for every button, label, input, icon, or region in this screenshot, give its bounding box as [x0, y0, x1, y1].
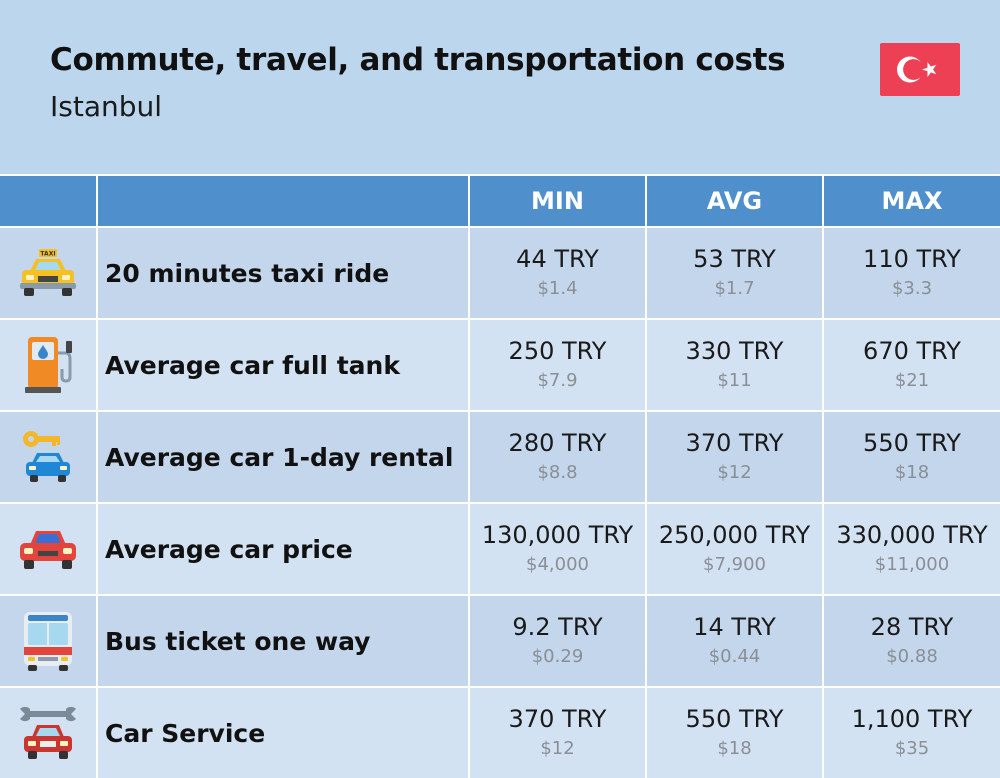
table-row: Bus ticket one way 9.2 TRY $0.29 14 TRY … — [0, 594, 1000, 686]
min-usd: $7.9 — [537, 370, 578, 391]
min-value: 370 TRY — [508, 705, 607, 733]
avg-value: 370 TRY — [685, 429, 784, 457]
min-usd: $12 — [540, 738, 575, 759]
row-label: Car Service — [98, 688, 470, 778]
min-cell: 370 TRY $12 — [470, 688, 647, 778]
max-usd: $18 — [894, 462, 930, 483]
svg-text:TAXI: TAXI — [40, 251, 55, 258]
avg-usd: $1.7 — [714, 278, 755, 299]
max-value: 670 TRY — [863, 337, 961, 365]
taxi-icon: TAXI — [0, 228, 98, 318]
min-value: 280 TRY — [508, 429, 607, 457]
min-value: 9.2 TRY — [512, 613, 603, 641]
avg-value: 550 TRY — [685, 705, 784, 733]
avg-value: 53 TRY — [693, 245, 776, 273]
min-usd: $0.29 — [531, 646, 584, 667]
column-header-avg: AVG — [647, 176, 824, 226]
header-icon-cell — [0, 176, 98, 226]
avg-usd: $7,900 — [703, 554, 766, 575]
min-cell: 44 TRY $1.4 — [470, 228, 647, 318]
max-cell: 550 TRY $18 — [824, 412, 1000, 502]
column-header-min: MIN — [470, 176, 647, 226]
max-cell: 28 TRY $0.88 — [824, 596, 1000, 686]
fuel-pump-icon — [0, 320, 98, 410]
avg-value: 330 TRY — [685, 337, 784, 365]
max-usd: $11,000 — [874, 554, 950, 575]
min-usd: $8.8 — [537, 462, 578, 483]
min-cell: 280 TRY $8.8 — [470, 412, 647, 502]
avg-cell: 550 TRY $18 — [647, 688, 824, 778]
avg-cell: 250,000 TRY $7,900 — [647, 504, 824, 594]
table-header-row: MIN AVG MAX — [0, 176, 1000, 226]
max-value: 110 TRY — [863, 245, 961, 273]
max-cell: 330,000 TRY $11,000 — [824, 504, 1000, 594]
page-subtitle: Istanbul — [50, 90, 163, 123]
car-icon — [0, 504, 98, 594]
row-label: Average car 1-day rental — [98, 412, 470, 502]
min-value: 44 TRY — [516, 245, 599, 273]
row-label: Average car price — [98, 504, 470, 594]
avg-usd: $18 — [717, 738, 752, 759]
avg-cell: 370 TRY $12 — [647, 412, 824, 502]
column-header-max: MAX — [881, 187, 943, 215]
max-usd: $21 — [894, 370, 930, 391]
table-row: Average car price 130,000 TRY $4,000 250… — [0, 502, 1000, 594]
page-title: Commute, travel, and transportation cost… — [50, 42, 786, 78]
max-value: 28 TRY — [870, 613, 954, 641]
max-cell: 670 TRY $21 — [824, 320, 1000, 410]
max-usd: $35 — [894, 738, 930, 759]
max-usd: $0.88 — [886, 646, 938, 667]
max-usd: $3.3 — [891, 278, 933, 299]
row-label: Bus ticket one way — [98, 596, 470, 686]
avg-usd: $11 — [717, 370, 752, 391]
row-label: 20 minutes taxi ride — [98, 228, 470, 318]
avg-value: 250,000 TRY — [658, 521, 811, 549]
car-key-icon — [0, 412, 98, 502]
row-label: Average car full tank — [98, 320, 470, 410]
max-value: 550 TRY — [863, 429, 961, 457]
max-cell: 1,100 TRY $35 — [824, 688, 1000, 778]
avg-cell: 14 TRY $0.44 — [647, 596, 824, 686]
table-row: TAXI 20 minutes taxi ride 44 TRY $1.4 53… — [0, 226, 1000, 318]
min-usd: $1.4 — [537, 278, 578, 299]
min-cell: 250 TRY $7.9 — [470, 320, 647, 410]
avg-cell: 53 TRY $1.7 — [647, 228, 824, 318]
bus-icon — [0, 596, 98, 686]
avg-cell: 330 TRY $11 — [647, 320, 824, 410]
avg-usd: $12 — [717, 462, 752, 483]
turkey-flag-icon — [880, 43, 960, 96]
min-usd: $4,000 — [526, 554, 589, 575]
min-cell: 9.2 TRY $0.29 — [470, 596, 647, 686]
avg-usd: $0.44 — [708, 646, 761, 667]
table-row: Average car 1-day rental 280 TRY $8.8 37… — [0, 410, 1000, 502]
max-value: 1,100 TRY — [851, 705, 973, 733]
min-value: 250 TRY — [508, 337, 607, 365]
max-value: 330,000 TRY — [836, 521, 988, 549]
header-label-cell — [98, 176, 470, 226]
table-row: Car Service 370 TRY $12 550 TRY $18 1,10… — [0, 686, 1000, 778]
car-service-icon — [0, 688, 98, 778]
avg-value: 14 TRY — [693, 613, 776, 641]
header: Commute, travel, and transportation cost… — [0, 0, 1000, 174]
table-row: Average car full tank 250 TRY $7.9 330 T… — [0, 318, 1000, 410]
min-cell: 130,000 TRY $4,000 — [470, 504, 647, 594]
min-value: 130,000 TRY — [481, 521, 634, 549]
cost-table: MIN AVG MAX TAXI 20 minutes taxi ride 44… — [0, 174, 1000, 778]
max-cell: 110 TRY $3.3 — [824, 228, 1000, 318]
